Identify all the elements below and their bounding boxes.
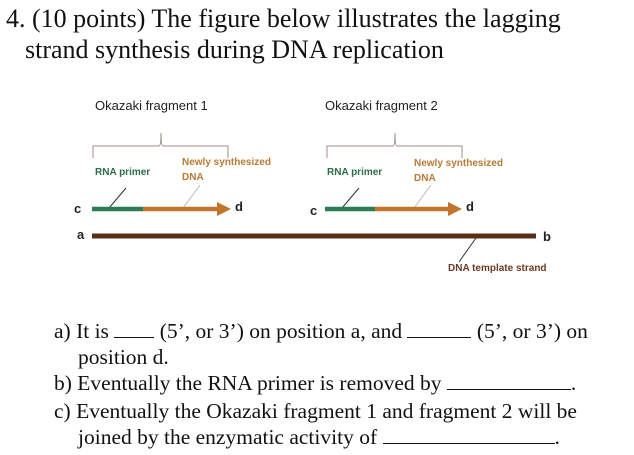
part-b-blank[interactable] xyxy=(446,371,571,390)
fragment-1-arrowhead xyxy=(217,202,231,216)
fragment-1-brace xyxy=(92,132,229,158)
part-a-suffix: (5’, or 3’) on xyxy=(476,319,588,343)
fragment-2-new-dna-label-line2: DNA xyxy=(414,173,436,184)
fragment-2-brace xyxy=(326,132,463,158)
part-b-period: . xyxy=(570,371,577,395)
fragment-2-end-c: c xyxy=(310,203,318,218)
fragment-1-rna-primer-label: RNA primer xyxy=(95,167,151,178)
fragment-1-new-dna-label-line1: Newly synthesized xyxy=(182,157,271,168)
part-a-line2: position d. xyxy=(78,345,169,369)
question-header: 4. (10 points) The figure below illustra… xyxy=(6,4,561,33)
part-b: b) Eventually the RNA primer is removed … xyxy=(54,370,576,396)
fragment-2-new-dna-label-line1: Newly synthesized xyxy=(414,158,503,169)
question-header-line2: strand synthesis during DNA replication xyxy=(25,35,444,64)
part-a-blank-position-a[interactable] xyxy=(114,319,155,338)
fragment-2-new-dna-label: Newly synthesized DNA xyxy=(414,156,503,186)
fragment-1-title: Okazaki fragment 1 xyxy=(95,98,208,113)
part-a-blank-position-d[interactable] xyxy=(407,319,472,338)
part-c-line2: joined by the enzymatic activity of . xyxy=(78,424,560,450)
part-a-prefix: a) It is xyxy=(54,319,109,343)
part-c-period: . xyxy=(554,425,560,449)
part-c-blank[interactable] xyxy=(382,425,555,444)
fragment-1-end-d: d xyxy=(235,199,243,214)
part-b-text: b) Eventually the RNA primer is removed … xyxy=(54,371,442,395)
fragment-1-new-dna-label: Newly synthesized DNA xyxy=(182,155,271,185)
fragment-2-arrowhead xyxy=(448,202,462,216)
template-strand-label: DNA template strand xyxy=(448,263,547,274)
fragment-2-end-d: d xyxy=(466,199,474,214)
part-a-mid: (5’, or 3’) on position a, and xyxy=(159,319,403,343)
template-end-a: a xyxy=(77,227,85,242)
fragment-2-title: Okazaki fragment 2 xyxy=(325,98,438,113)
fragment-1-new-dna-label-line2: DNA xyxy=(182,172,204,183)
template-end-b: b xyxy=(543,229,551,244)
part-a-line1: a) It is (5’, or 3’) on position a, and … xyxy=(54,318,588,344)
lagging-strand-diagram xyxy=(92,132,536,263)
fragment-2-rna-primer-label: RNA primer xyxy=(327,167,383,178)
part-c-text: joined by the enzymatic activity of xyxy=(78,425,378,449)
part-c-line1: c) Eventually the Okazaki fragment 1 and… xyxy=(54,399,577,423)
fragment-1-end-c: c xyxy=(74,201,82,216)
